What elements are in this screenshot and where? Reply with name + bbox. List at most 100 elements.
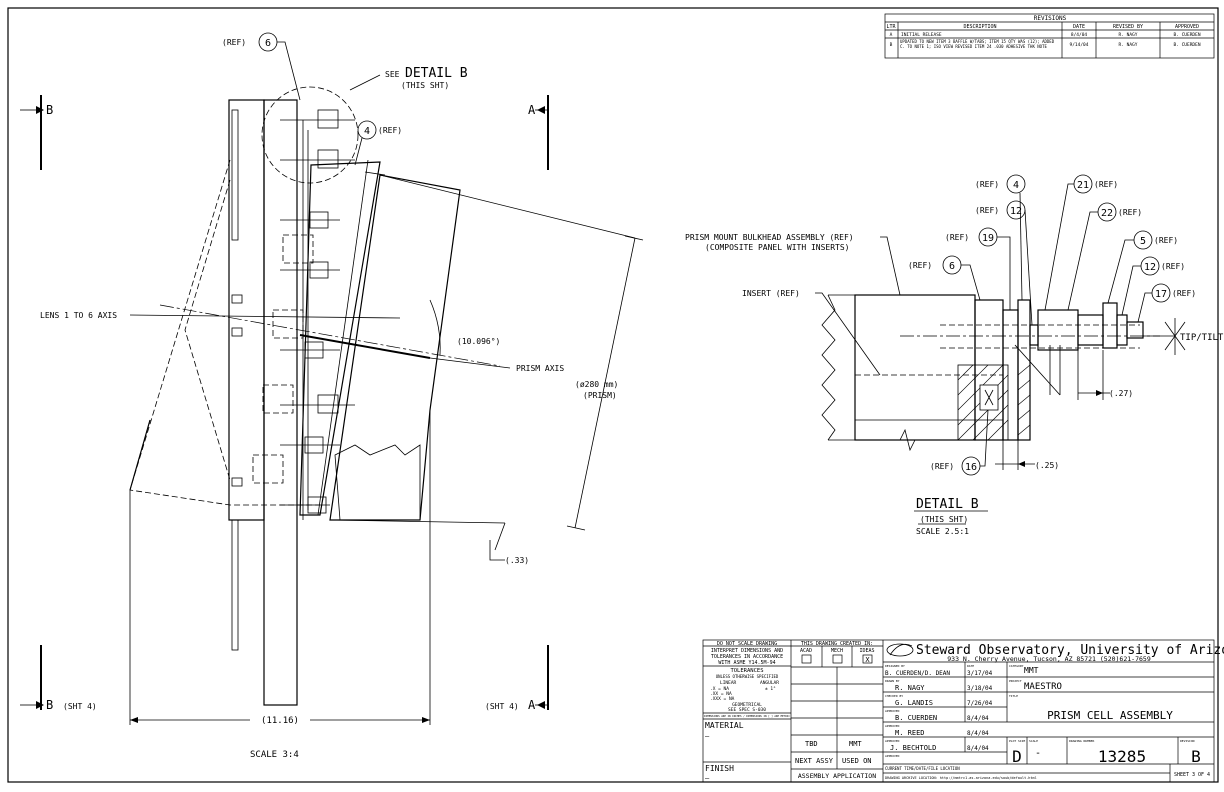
drawn-by-label: DRAWN BY	[885, 679, 900, 683]
approved-label-3: APPROVED	[885, 739, 900, 743]
steward-logo-icon	[886, 643, 914, 657]
current-time-label: CURRENT TIME/DATE/FILE LOCATION	[885, 766, 960, 771]
bulkhead-plate	[263, 99, 298, 706]
approved-date-2: 8/4/04	[967, 730, 989, 737]
mmt-label: MMT	[849, 740, 862, 748]
approved-date-3: 8/4/04	[967, 745, 989, 752]
dimension-units-note: DIMENSIONS ARE IN INCHES / DIMENSIONS IN…	[704, 714, 790, 718]
dim-033: (.33)	[505, 556, 529, 565]
ideas-checkbox	[862, 654, 873, 664]
rev-a-desc: INITIAL RELEASE	[901, 32, 942, 38]
title-label: TITLE	[1009, 694, 1018, 698]
tip-tilt-label: TIP/TILT	[1180, 333, 1224, 343]
main-view: B A B (SHT 4) A (SHT 4)	[20, 32, 644, 760]
plot-size-label: PLOT SIZE	[1009, 739, 1025, 743]
drawn-by: R. NAGY	[895, 684, 925, 692]
date-label: DATE	[967, 664, 974, 668]
detail-ref16-label: (REF)	[930, 462, 954, 471]
category-label: CATEGORY	[1009, 664, 1024, 668]
ref21-label: (REF)	[1094, 180, 1118, 189]
tol-xx: .XX = NA	[710, 691, 732, 697]
ref5-label: (REF)	[1154, 236, 1178, 245]
prism-diameter-note: (PRISM)	[583, 391, 617, 400]
revision-label: REVISION	[1180, 739, 1195, 743]
next-assy-label: NEXT ASSY	[795, 757, 834, 765]
sheet-border	[7, 7, 1219, 783]
balloon-5: 5	[1140, 236, 1146, 247]
designed-date: 3/17/04	[967, 670, 993, 677]
material-value: —	[705, 732, 710, 740]
approved-by-1: B. CUERDEN	[895, 714, 937, 722]
scale-value: -	[1035, 748, 1041, 759]
interpret-line-1: INTERPRET DIMENSIONS AND	[711, 648, 783, 654]
tol-angular: ± 1°	[765, 686, 776, 692]
ref22-label: (REF)	[1118, 208, 1142, 217]
ref17-label: (REF)	[1172, 289, 1196, 298]
dim-027: (.27)	[1109, 389, 1133, 398]
tol-xxx: .XXX = NA	[710, 696, 735, 702]
approved-label-1: APPROVED	[885, 709, 900, 713]
rev-header-approved: APPROVED	[1175, 24, 1199, 30]
tbd-label: TBD	[805, 740, 818, 748]
rev-a-ltr: A	[890, 32, 893, 38]
balloon-16: 16	[965, 462, 977, 473]
balloon-6-detail: 6	[949, 261, 955, 272]
archive-location: DRAWING ARCHIVE LOCATION: http://mmtrc1.…	[885, 776, 1037, 780]
organization-name: Steward Observatory, University of Arizo…	[916, 643, 1224, 658]
revision-value: B	[1191, 747, 1201, 766]
do-not-scale: DO NOT SCALE DRAWING	[717, 641, 777, 647]
detail-this-sheet: (THIS SHT)	[920, 515, 968, 524]
checked-by-label: CHECKED BY	[885, 694, 903, 698]
tolerances-title: TOLERANCES	[730, 668, 763, 674]
section-b-bottom-label: B	[46, 698, 53, 712]
detail-ref6-label: (REF)	[908, 261, 932, 270]
organization-address: 933 N. Cherry Avenue, Tucson, AZ 85721 (…	[947, 655, 1151, 663]
main-view-scale: SCALE 3:4	[250, 750, 299, 760]
used-on-label: USED ON	[842, 757, 872, 765]
prism-axis-label: PRISM AXIS	[516, 364, 564, 373]
composite-panel-label: (COMPOSITE PANEL WITH INSERTS)	[705, 243, 850, 252]
rev-b-by: R. NAGY	[1119, 42, 1138, 48]
approved-by-2: M. REED	[895, 729, 925, 737]
see-detail-prefix: SEE	[385, 70, 400, 79]
linear-label: LINEAR	[720, 680, 737, 686]
rev-a-date: 8/4/04	[1071, 32, 1088, 38]
detail-b-view: (REF) 4 21 (REF) (REF) 12 22 (REF) (REF)…	[685, 174, 1224, 536]
balloon-4: 4	[364, 126, 370, 137]
revisions-title: REVISIONS	[1034, 15, 1067, 22]
assembly-application-label: ASSEMBLY APPLICATION	[798, 772, 876, 780]
dim-025: (.25)	[1035, 461, 1059, 470]
designed-by-label: DESIGNED BY	[885, 664, 905, 668]
approved-label-4: APPROVED	[885, 754, 900, 758]
ideas-label: IDEAS	[859, 648, 874, 654]
material-label: MATERIAL	[705, 721, 744, 730]
drawing-number-label: DRAWING NUMBER	[1069, 739, 1094, 743]
tol-x: .X = NA	[710, 686, 729, 692]
see-spec: SEE SPEC S-030	[728, 707, 766, 713]
ref12b-label: (REF)	[1161, 262, 1185, 271]
drawing-title: PRISM CELL ASSEMBLY	[1047, 709, 1173, 722]
lens-axis-label: LENS 1 TO 6 AXIS	[40, 311, 117, 320]
drawn-date: 3/18/04	[967, 685, 993, 692]
mech-label: MECH	[831, 648, 843, 654]
section-a-bottom-label: A	[528, 698, 536, 712]
finish-label: FINISH	[705, 764, 734, 773]
interpret-line-2: TOLERANCES IN ACCORDANCE	[711, 654, 783, 660]
checked-date: 7/26/04	[967, 700, 993, 707]
approved-by-3: J. BECHTOLD	[890, 744, 936, 752]
section-b-top-label: B	[46, 103, 53, 117]
designed-by: B. CUERDEN/D. DEAN	[885, 670, 950, 677]
bulkhead-label: PRISM MOUNT BULKHEAD ASSEMBLY (REF)	[685, 233, 854, 242]
balloon-21: 21	[1077, 180, 1089, 191]
interpret-line-3: WITH ASME Y14.5M-94	[718, 660, 775, 666]
ref6-label: (REF)	[222, 38, 246, 47]
checked-by: G. LANDIS	[895, 699, 933, 707]
sht4-right-label: (SHT 4)	[485, 702, 519, 711]
scale-label: SCALE	[1029, 739, 1038, 743]
bolts	[231, 109, 386, 514]
rev-b-ltr: B	[890, 42, 893, 48]
ref4-label: (REF)	[378, 126, 402, 135]
angle-dimension: (10.096°)	[457, 337, 500, 346]
project-label: PROJECT	[1009, 679, 1022, 683]
balloon-12b: 12	[1144, 262, 1156, 273]
